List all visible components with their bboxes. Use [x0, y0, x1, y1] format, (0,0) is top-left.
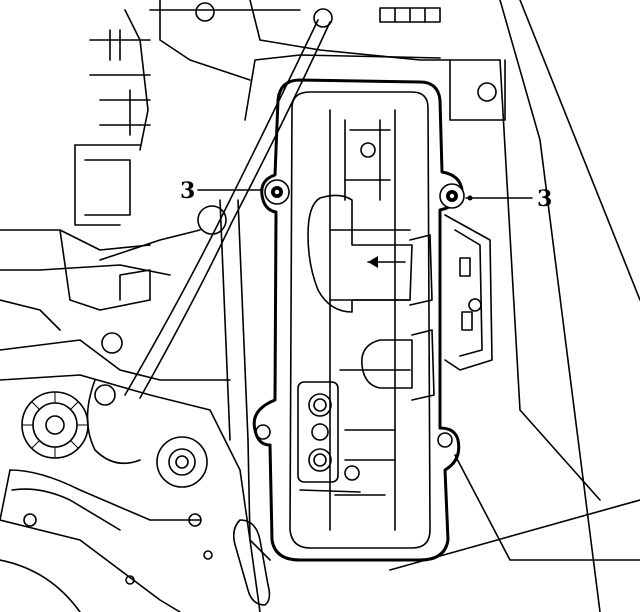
coil-hole-1 — [308, 393, 332, 417]
cable — [124, 19, 331, 399]
cover-bolt-top — [360, 142, 376, 158]
cover-frame — [219, 54, 441, 561]
left-round-port — [197, 205, 227, 235]
pulley-hub — [45, 415, 65, 435]
top-bolt-2 — [313, 8, 333, 28]
right-housing — [389, 0, 640, 612]
gasket-lug-left — [255, 424, 271, 440]
left-manifold — [0, 9, 231, 381]
bracket-bolt — [477, 82, 497, 102]
manifold-bolt — [101, 332, 123, 354]
cover-gasket — [252, 78, 464, 562]
callout-label-left: 3 — [180, 178, 195, 204]
flow-arrow — [368, 256, 378, 268]
pulley-assembly — [0, 374, 271, 612]
cover-bolt-bottom — [344, 465, 360, 481]
lower-port — [361, 339, 413, 389]
callout-label-right: 3 — [537, 186, 552, 212]
callout-leaders — [197, 189, 533, 201]
right-bracket — [444, 214, 493, 371]
cover-internals — [297, 109, 435, 531]
mounting-nuts — [255, 179, 465, 448]
idler-bolt — [94, 384, 116, 406]
gasket-outline — [252, 78, 464, 562]
coil-hole-3 — [308, 448, 332, 472]
hose-clip — [232, 519, 271, 606]
tensioner-pulley — [156, 436, 208, 488]
breather-housing — [307, 194, 413, 313]
bracket-hole — [468, 298, 482, 312]
cover-inner-edge — [289, 91, 431, 549]
top-structure — [149, 0, 506, 121]
top-bolt-1 — [195, 2, 215, 22]
gasket-lug-right — [437, 432, 453, 448]
coil-bracket — [297, 381, 339, 483]
coil-hole-2 — [311, 423, 329, 441]
